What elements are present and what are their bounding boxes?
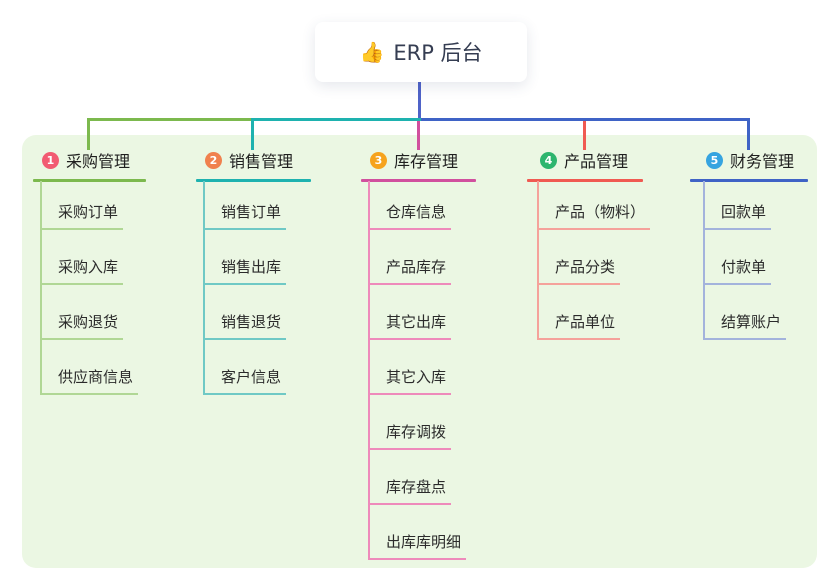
child-node[interactable]: 产品（物料） bbox=[537, 203, 651, 230]
branch-3-label: 库存管理 bbox=[394, 152, 459, 171]
branch-4-child-rail bbox=[537, 181, 539, 340]
child-node[interactable]: 其它出库 bbox=[368, 313, 452, 340]
branch-3-underline bbox=[361, 179, 476, 182]
child-node[interactable]: 其它入库 bbox=[368, 368, 452, 395]
branch-4-badge: 4 bbox=[540, 151, 557, 169]
child-node[interactable]: 产品分类 bbox=[537, 258, 621, 285]
drop-magenta-line bbox=[417, 121, 420, 150]
branch-1-child-rail bbox=[40, 181, 42, 395]
child-node[interactable]: 采购订单 bbox=[40, 203, 124, 230]
branch-1-badge: 1 bbox=[42, 151, 59, 169]
child-node[interactable]: 供应商信息 bbox=[40, 368, 139, 395]
branch-3-child-rail bbox=[368, 181, 370, 560]
drop-red-line bbox=[583, 121, 586, 150]
thumbs-up-icon: 👍 bbox=[359, 40, 385, 64]
branches-panel bbox=[22, 135, 817, 568]
drop-green-line bbox=[87, 118, 90, 150]
child-node[interactable]: 销售退货 bbox=[203, 313, 287, 340]
branch-head-4[interactable]: 4 产品管理 bbox=[540, 150, 629, 171]
child-node[interactable]: 出库库明细 bbox=[368, 533, 467, 560]
root-node[interactable]: 👍 ERP 后台 bbox=[315, 22, 527, 82]
root-trunk-line bbox=[418, 82, 421, 119]
branch-head-3[interactable]: 3 库存管理 bbox=[370, 150, 459, 171]
child-node[interactable]: 客户信息 bbox=[203, 368, 287, 395]
child-node[interactable]: 产品单位 bbox=[537, 313, 621, 340]
rail-green-line bbox=[87, 118, 254, 121]
rail-blue-line bbox=[421, 118, 750, 121]
branch-5-child-rail bbox=[703, 181, 705, 340]
child-node[interactable]: 仓库信息 bbox=[368, 203, 452, 230]
branch-2-child-rail bbox=[203, 181, 205, 395]
branch-1-underline bbox=[33, 179, 146, 182]
drop-blue-line bbox=[747, 118, 750, 150]
branch-head-5[interactable]: 5 财务管理 bbox=[706, 150, 795, 171]
child-node[interactable]: 库存调拨 bbox=[368, 423, 452, 450]
branch-1-label: 采购管理 bbox=[66, 152, 131, 171]
branch-5-badge: 5 bbox=[706, 151, 723, 169]
drop-teal-line bbox=[251, 118, 254, 150]
branch-head-1[interactable]: 1 采购管理 bbox=[42, 150, 131, 171]
branch-2-label: 销售管理 bbox=[229, 152, 294, 171]
child-node[interactable]: 回款单 bbox=[703, 203, 772, 230]
root-node-label: ERP 后台 bbox=[393, 41, 483, 65]
branch-2-badge: 2 bbox=[205, 151, 222, 169]
branch-5-underline bbox=[690, 179, 808, 182]
branch-5-label: 财务管理 bbox=[730, 152, 795, 171]
branch-head-2[interactable]: 2 销售管理 bbox=[205, 150, 294, 171]
child-node[interactable]: 采购退货 bbox=[40, 313, 124, 340]
child-node[interactable]: 销售订单 bbox=[203, 203, 287, 230]
child-node[interactable]: 产品库存 bbox=[368, 258, 452, 285]
child-node[interactable]: 采购入库 bbox=[40, 258, 124, 285]
child-node[interactable]: 库存盘点 bbox=[368, 478, 452, 505]
branch-3-badge: 3 bbox=[370, 151, 387, 169]
child-node[interactable]: 付款单 bbox=[703, 258, 772, 285]
branch-4-underline bbox=[527, 179, 643, 182]
child-node[interactable]: 结算账户 bbox=[703, 313, 787, 340]
child-node[interactable]: 销售出库 bbox=[203, 258, 287, 285]
branch-2-underline bbox=[196, 179, 311, 182]
rail-teal-line bbox=[254, 118, 421, 121]
branch-4-label: 产品管理 bbox=[564, 152, 629, 171]
